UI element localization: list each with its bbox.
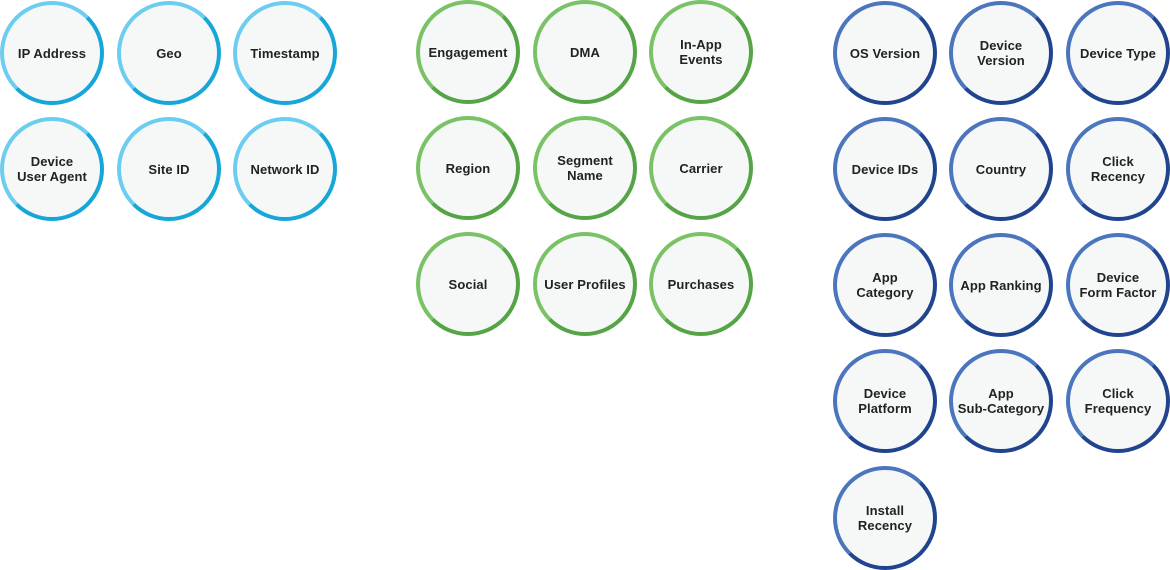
bubble-device-form-factor: Device Form Factor: [1066, 233, 1170, 337]
bubble-label: Install Recency: [857, 503, 913, 533]
bubble-label: Device Type: [1079, 45, 1156, 61]
bubble-label: Purchases: [667, 276, 735, 292]
bubble-click-recency: Click Recency: [1066, 117, 1170, 221]
bubble-label: DMA: [570, 44, 600, 60]
bubble-label: Site ID: [148, 161, 190, 177]
bubble-label: Carrier: [679, 160, 723, 176]
bubble-carrier: Carrier: [649, 116, 753, 220]
bubble-region: Region: [416, 116, 520, 220]
bubble-device-version: Device Version: [949, 1, 1053, 105]
bubble-app-sub-category: App Sub-Category: [949, 349, 1053, 453]
bubble-label: In-App Events: [679, 37, 723, 67]
bubble-engagement: Engagement: [416, 0, 520, 104]
bubble-os-version: OS Version: [833, 1, 937, 105]
bubble-label: Click Frequency: [1084, 386, 1152, 416]
bubble-label: Geo: [156, 45, 182, 61]
bubble-segment-name: Segment Name: [533, 116, 637, 220]
bubble-label: Click Recency: [1090, 154, 1146, 184]
bubble-label: Device IDs: [851, 161, 919, 177]
bubble-site-id: Site ID: [117, 117, 221, 221]
bubble-device-user-agent: Device User Agent: [0, 117, 104, 221]
bubble-label: Engagement: [428, 44, 508, 60]
bubble-network-id: Network ID: [233, 117, 337, 221]
bubble-app-category: App Category: [833, 233, 937, 337]
bubble-label: Device Platform: [858, 386, 912, 416]
bubble-ip-address: IP Address: [0, 1, 104, 105]
bubble-label: App Ranking: [960, 277, 1042, 293]
bubble-purchases: Purchases: [649, 232, 753, 336]
bubble-label: Segment Name: [557, 153, 613, 183]
bubble-device-ids: Device IDs: [833, 117, 937, 221]
bubble-label: App Sub-Category: [957, 386, 1045, 416]
bubble-label: Device User Agent: [17, 154, 87, 184]
bubble-label: Country: [975, 161, 1027, 177]
bubble-country: Country: [949, 117, 1053, 221]
bubble-timestamp: Timestamp: [233, 1, 337, 105]
bubble-install-recency: Install Recency: [833, 466, 937, 570]
bubble-label: Device Version: [977, 38, 1025, 68]
bubble-label: Timestamp: [250, 45, 320, 61]
bubble-app-ranking: App Ranking: [949, 233, 1053, 337]
bubble-label: Social: [448, 276, 488, 292]
bubble-label: Device Form Factor: [1079, 270, 1157, 300]
bubble-label: IP Address: [17, 45, 87, 61]
bubble-label: App Category: [856, 270, 914, 300]
bubble-label: Network ID: [250, 161, 320, 177]
bubble-label: User Profiles: [544, 276, 626, 292]
bubble-label: Region: [445, 160, 491, 176]
bubble-click-frequency: Click Frequency: [1066, 349, 1170, 453]
bubble-social: Social: [416, 232, 520, 336]
bubble-device-type: Device Type: [1066, 1, 1170, 105]
bubble-label: OS Version: [849, 45, 921, 61]
bubble-dma: DMA: [533, 0, 637, 104]
bubble-geo: Geo: [117, 1, 221, 105]
bubble-user-profiles: User Profiles: [533, 232, 637, 336]
bubble-in-app-events: In-App Events: [649, 0, 753, 104]
bubble-device-platform: Device Platform: [833, 349, 937, 453]
